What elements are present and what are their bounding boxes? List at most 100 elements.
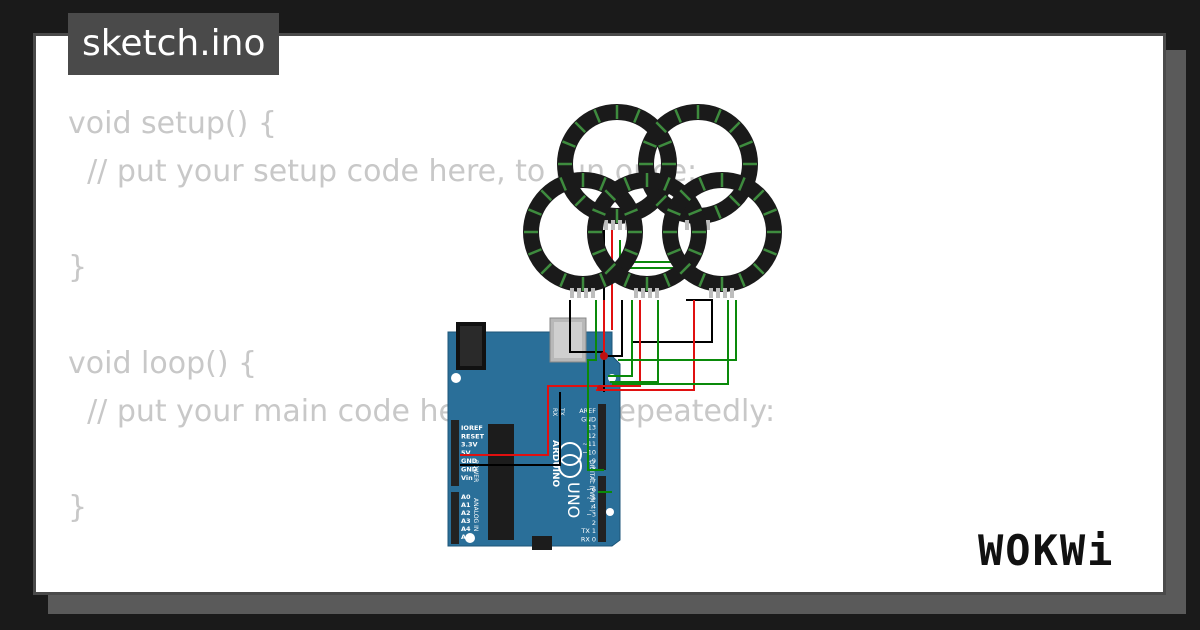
digital-pin-label: RX 0 [581,536,596,544]
ring-pin[interactable] [611,220,615,230]
ring-pin[interactable] [648,288,652,298]
power-pin-label: RESET [461,432,485,440]
neopixel-led [624,208,638,216]
neopixel-led [698,273,706,287]
code-line: } [68,250,88,285]
ring-pin[interactable] [641,288,645,298]
wire-red [460,385,596,456]
ring-pin[interactable] [604,220,608,230]
ring-pin[interactable] [716,288,720,298]
analog-pin-label: A3 [461,517,471,525]
neopixel-led [663,177,671,191]
digital-pin-label: 7 [592,477,596,485]
neopixel-led [528,208,542,216]
digital-pin-label: ~5 [586,494,596,502]
power-pin-label: 3.3V [461,441,478,449]
neopixel-led [623,273,631,287]
neopixel-led [763,248,777,256]
neopixel-ring[interactable] [523,172,643,298]
digital-pin-label: TX 1 [580,527,596,535]
board-model-label: UNO [564,482,583,518]
neopixel-led [698,177,706,191]
wire-red [596,300,641,387]
digital-pin-label: 4 [592,502,596,510]
board-brand-label: ARDUINO [550,440,560,488]
neopixel-led [623,177,631,191]
neopixel-led [752,189,765,202]
neopixel-led [574,194,587,207]
wire-green [610,300,659,383]
ring-pin[interactable] [584,288,588,298]
neopixel-led [604,189,617,202]
neopixel-led [688,208,702,216]
neopixel-led [528,248,542,256]
neopixel-led [728,194,741,207]
microcontroller-chip [488,424,514,540]
neopixel-led [679,189,692,202]
digital-pin-label: 13 [588,424,596,432]
analog-pin-label: A1 [461,501,471,509]
power-header-label: POWER [472,460,479,482]
neopixel-led [667,208,681,216]
digital-pin-label: ~9 [586,457,596,465]
ring-pin[interactable] [655,288,659,298]
wokwi-logo: WOKWi [978,526,1115,575]
code-line: void loop() { [68,346,258,381]
ring-pin[interactable] [706,220,710,230]
neopixel-rings[interactable] [523,104,782,298]
neopixel-led [658,140,672,148]
digital-header-label: DIGITAL (PWM ~) [588,460,595,512]
neopixel-led [679,262,692,275]
neopixel-led [688,248,702,256]
neopixel-led [714,109,722,123]
neopixel-led [655,194,668,207]
neopixel-led [667,248,681,256]
neopixel-led [604,262,617,275]
wire-red [596,300,695,391]
neopixel-led [633,109,641,123]
ring-pin[interactable] [634,288,638,298]
wire-green [587,300,604,471]
ring-pin[interactable] [709,288,713,298]
neopixel-led [624,248,638,256]
ring-pin[interactable] [577,288,581,298]
neopixel-led [728,121,741,134]
neopixel-led [714,205,722,219]
neopixel-led [593,109,601,123]
neopixel-led [738,177,746,191]
neopixel-led [738,273,746,287]
code-editor[interactable]: void setup() { // put your setup code he… [68,100,775,532]
neopixel-led [540,189,553,202]
digital-pin-label: ~10 [582,449,596,457]
neopixel-led [763,208,777,216]
neopixel-led [540,262,553,275]
neopixel-led [655,121,668,134]
ring-pin[interactable] [570,288,574,298]
analog-pin-label: A4 [461,525,471,533]
file-tab[interactable]: sketch.ino [68,13,280,75]
code-line: void setup() { [68,106,277,141]
wire-green [612,300,729,385]
analog-header-label: ANALOG IN [472,498,479,531]
neopixel-led [752,262,765,275]
ring-pin[interactable] [730,288,734,298]
ring-pin[interactable] [685,220,689,230]
analog-pin-label: A2 [461,509,471,517]
neopixel-led [592,208,606,216]
analog-pin-label: A0 [461,493,471,501]
digital-pin-label: ~3 [586,511,596,519]
circuit-diagram: ARDUINO UNO DIGITAL (PWM ~) POWER ANALOG… [447,104,782,550]
ring-pin[interactable] [591,288,595,298]
code-line: } [68,490,88,525]
neopixel-led [559,177,567,191]
ring-pin[interactable] [723,288,727,298]
rx-led-label: RX [551,408,558,416]
code-line: // put your setup code here, to run once… [68,154,698,189]
neopixel-led [599,177,607,191]
ring-pin[interactable] [618,220,622,230]
power-pin-label: GND [461,466,478,474]
neopixel-ring[interactable] [662,172,782,298]
neopixel-led [599,273,607,287]
power-pin-label: GND [461,457,478,465]
